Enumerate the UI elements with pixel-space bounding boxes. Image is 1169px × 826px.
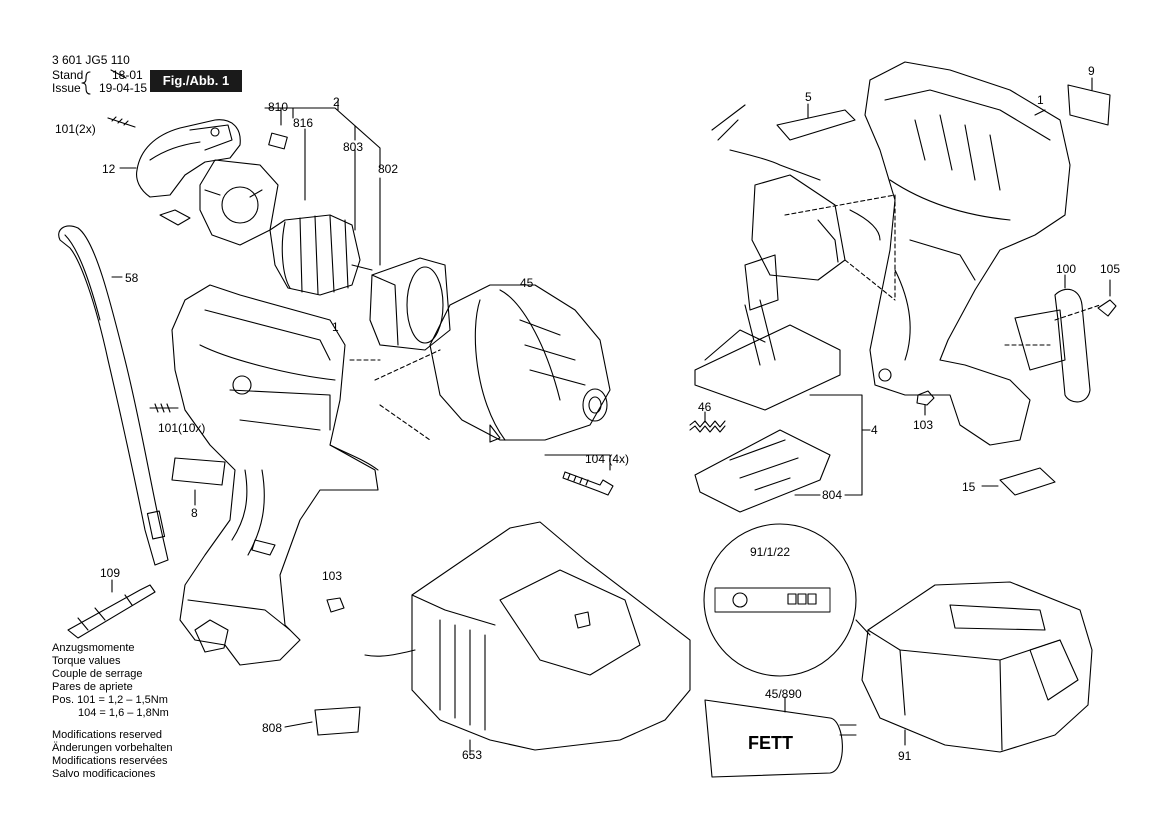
label-802: 802 [378, 162, 399, 176]
label-8-808 [171, 457, 361, 736]
label-9 [1067, 77, 1111, 126]
label-12: 12 [102, 162, 116, 176]
label-45: 45 [520, 276, 534, 290]
clip-100 [1014, 274, 1091, 403]
figure-label: Fig./Abb. 1 [150, 70, 242, 92]
note-fr: Modifications reservées [52, 755, 168, 767]
housing-right-half-1 [864, 61, 1071, 446]
label-91-1-22: 91/1/22 [750, 545, 791, 559]
label-5: 5 [805, 90, 812, 104]
label-104-4x: 104 (4x) [585, 452, 630, 466]
torque-title-es: Pares de apriete [52, 681, 133, 693]
label-100: 100 [1056, 262, 1077, 276]
issue-label: Issue [52, 81, 81, 95]
label-1-left: 1 [332, 320, 339, 334]
note-es: Salvo modificaciones [52, 768, 156, 780]
screw-104 [544, 454, 614, 496]
label-810: 810 [268, 100, 289, 114]
stand-issue-brace [81, 71, 91, 95]
field-ring-802 [369, 257, 451, 351]
armature-803 [269, 214, 373, 296]
label-105: 105 [1100, 262, 1121, 276]
assembly-4-bracket [809, 394, 871, 496]
grease-tube-45-890 [704, 696, 857, 778]
label-101-2x: 101(2x) [55, 122, 96, 136]
label-15: 15 [962, 480, 976, 494]
issue-value: 19-04-15 [99, 81, 148, 95]
brush-holder-plate-816 [159, 132, 288, 246]
charger-653 [364, 521, 691, 756]
torque-pos-101: Pos. 101 = 1,2 – 1,5Nm [52, 694, 168, 706]
label-8: 8 [191, 506, 198, 520]
screw-105 [1097, 279, 1117, 317]
torque-title-fr: Couple de serrage [52, 668, 143, 680]
note-en: Modifications reserved [52, 729, 163, 741]
label-9: 9 [1088, 64, 1095, 78]
doc-number: 3 601 JG5 110 [52, 53, 130, 67]
label-1-right: 1 [1037, 93, 1044, 107]
label-103-left: 103 [322, 569, 343, 583]
strikethrough [110, 69, 127, 79]
cover-part-12 [107, 116, 241, 198]
battery-91 [861, 581, 1093, 753]
label-45-890: 45/890 [765, 687, 802, 701]
torque-title-de: Anzugsmomente [52, 642, 135, 654]
nut-103-right [916, 390, 935, 416]
bit-109 [67, 579, 156, 639]
torque-title-en: Torque values [52, 655, 121, 667]
switch-module [694, 103, 881, 411]
note-de: Änderungen vorbehalten [52, 742, 173, 754]
label-803: 803 [343, 140, 364, 154]
label-4: 4 [871, 423, 878, 437]
label-2: 2 [333, 95, 340, 109]
contact-plate-804 [694, 429, 831, 513]
assembly-2-bracket [264, 99, 381, 266]
stand-value: 18-01 [112, 68, 143, 82]
alignment-lines [349, 194, 1101, 441]
housing-left-half-1 [149, 284, 379, 666]
label-15 [981, 467, 1056, 496]
label-808: 808 [262, 721, 283, 735]
label-58: 58 [125, 271, 139, 285]
spring-46 [689, 411, 726, 433]
label-804: 804 [822, 488, 843, 502]
label-46: 46 [698, 400, 712, 414]
label-653: 653 [462, 748, 483, 762]
torque-pos-104: 104 = 1,6 – 1,8Nm [78, 707, 169, 719]
label-103-right: 103 [913, 418, 934, 432]
gear-housing-45 [429, 284, 611, 443]
strap-58 [58, 225, 169, 566]
label-109: 109 [100, 566, 121, 580]
stand-label: Stand [52, 68, 84, 82]
label-816: 816 [293, 116, 314, 130]
label-91: 91 [898, 749, 912, 763]
fett-label: FETT [748, 733, 793, 753]
label-101-10x: 101(10x) [158, 421, 206, 435]
